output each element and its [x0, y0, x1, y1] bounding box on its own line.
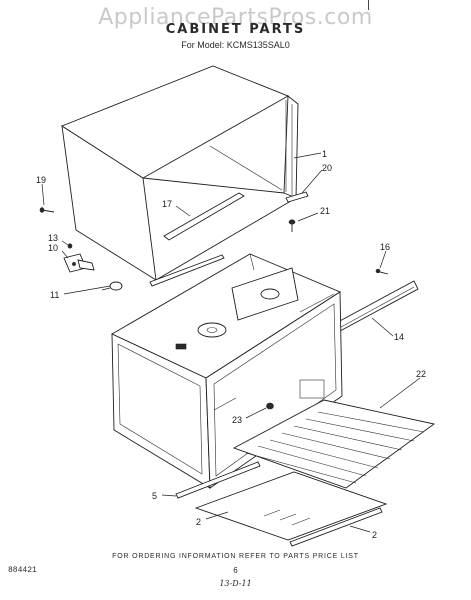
callout-16: 16: [380, 242, 390, 252]
leader-lines: [41, 152, 421, 533]
callout-13: 13: [48, 233, 58, 243]
watermark: AppliancePartsPros.com: [98, 5, 373, 30]
cabinet-rail-strip: [163, 192, 245, 241]
page-title: CABINET PARTS: [165, 22, 306, 37]
model-label: For Model: KCMS135SAL0: [181, 40, 290, 50]
outer-cabinet-wrapper: [61, 65, 299, 281]
ordering-note: FOR ORDERING INFORMATION REFER TO PARTS …: [112, 553, 359, 560]
callout-21: 21: [320, 206, 330, 216]
callout-20: 20: [322, 163, 332, 173]
fastener-23: [266, 402, 274, 410]
rod-5: [175, 461, 261, 499]
callout-2-lower: 2: [372, 530, 377, 540]
shelf-rack: [232, 399, 436, 489]
corner-tick-mark: [368, 0, 369, 10]
oven-chassis: [111, 253, 343, 489]
callout-11: 11: [50, 290, 59, 300]
callout-10: 10: [48, 243, 58, 253]
page-number: 6: [233, 566, 238, 575]
callout-14: 14: [394, 332, 404, 342]
lamp-socket: [101, 281, 123, 291]
callout-22: 22: [416, 369, 426, 379]
document-number: 884421: [8, 566, 37, 575]
revision-stamp: 13-D-11: [219, 579, 252, 588]
lower-rod-2: [289, 507, 383, 547]
screw-21: [288, 219, 296, 232]
bracket-assembly: [63, 243, 95, 273]
callout-19: 19: [36, 175, 46, 185]
cabinet-bottom-strip: [149, 254, 225, 287]
screw-16: [375, 268, 389, 275]
callout-23: 23: [232, 415, 242, 425]
callout-17: 17: [162, 199, 172, 209]
cabinet-bracket: [285, 191, 309, 203]
callout-5: 5: [152, 491, 157, 501]
bottom-panel: [194, 471, 388, 541]
callout-2: 2: [196, 517, 201, 527]
callout-1: 1: [322, 149, 327, 159]
screw-19: [39, 207, 55, 213]
